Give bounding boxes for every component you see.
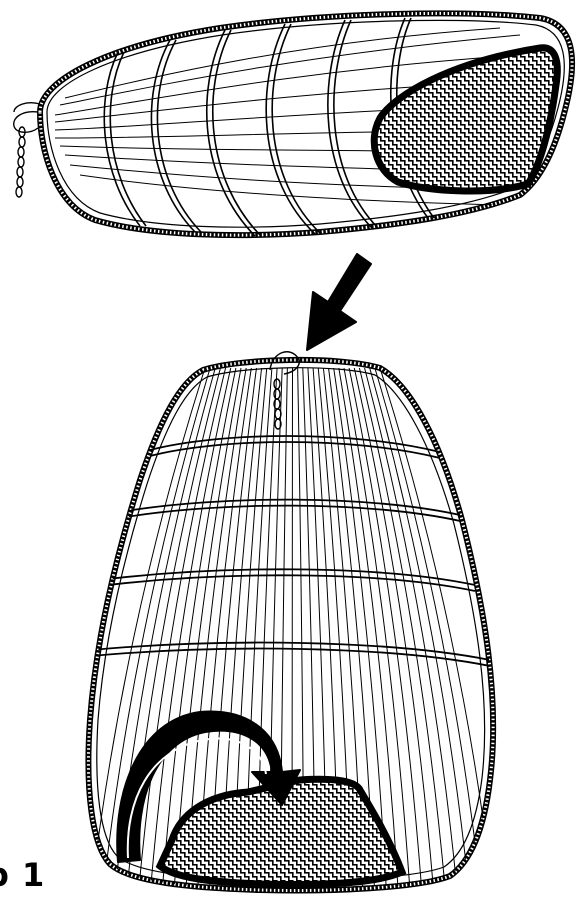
rolled-seat-fabric (14, 13, 572, 236)
opened-seat-fabric (88, 352, 493, 891)
hanging-chain (14, 103, 40, 197)
step-label: p 1 (0, 858, 45, 892)
unroll-arrow (307, 254, 371, 350)
